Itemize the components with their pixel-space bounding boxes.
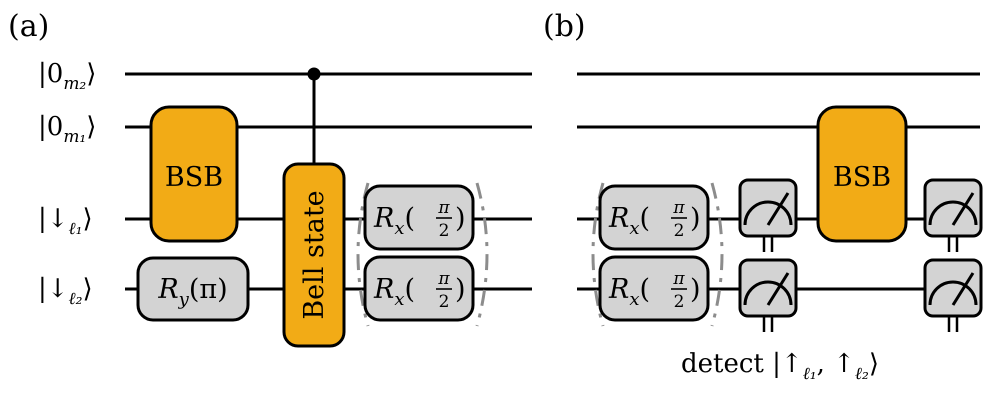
meter-icon-b-l1-first [738,178,798,252]
bell-state-gate: Bell state [282,162,346,348]
panel-a-label: (a) [8,9,49,44]
svg-text:): ) [455,274,466,305]
svg-text:π: π [672,269,685,289]
svg-text:2: 2 [674,292,685,312]
meter-icon-b-l2-final [923,258,983,332]
dashed-group-left-a [356,182,370,327]
svg-text:|0m₂⟩: |0m₂⟩ [38,59,96,94]
rx-gate-b-l2: Rx( π 2 ) [598,255,710,322]
control-dot [307,67,321,81]
svg-text:Rx(: Rx( [373,274,415,310]
dashed-group-left-b [591,182,605,327]
svg-text:|↓ℓ₂⟩: |↓ℓ₂⟩ [38,274,93,309]
svg-text:Bell state: Bell state [299,190,330,319]
svg-text:2: 2 [439,292,450,312]
qubit-label-l1: |↓ℓ₁⟩ [38,204,93,239]
rx-gate-b-l1: Rx( π 2 ) [598,184,710,251]
detect-label: detect |↑ℓ₁, ↑ℓ₂⟩ [681,349,879,384]
bsb-gate-a: BSB [149,105,239,243]
bsb-gate-b: BSB [816,105,908,243]
svg-text:BSB: BSB [833,162,891,193]
svg-text:|↓ℓ₁⟩: |↓ℓ₁⟩ [38,204,93,239]
dashed-group-right-b [710,182,724,327]
dashed-group-right-a [475,182,489,327]
svg-text:Ry(π): Ry(π) [157,274,227,310]
svg-text:|0m₁⟩: |0m₁⟩ [38,112,96,147]
panel-b-label: (b) [543,9,586,44]
qubit-label-m1: |0m₁⟩ [38,112,96,147]
rx-gate-a-l2: Rx( π 2 ) [363,255,475,322]
qubit-label-l2: |↓ℓ₂⟩ [38,274,93,309]
svg-text:π: π [437,198,450,218]
svg-text:Rx(: Rx( [373,203,415,239]
rx-gate-a-l1: Rx( π 2 ) [363,184,475,251]
meter-icon-b-l2-first [738,258,798,332]
panel-a: (a) |0m₂⟩ |0m₁⟩ |↓ℓ₁⟩ |↓ℓ₂⟩ [8,9,532,348]
svg-text:Rx(: Rx( [608,274,650,310]
svg-text:2: 2 [439,221,450,241]
svg-text:): ) [690,203,701,234]
ry-pi-gate: Ry(π) [136,256,250,322]
svg-text:): ) [690,274,701,305]
meter-icon-b-l1-final [923,178,983,252]
svg-text:detect |↑ℓ₁, ↑ℓ₂⟩: detect |↑ℓ₁, ↑ℓ₂⟩ [681,349,879,384]
svg-text:Rx(: Rx( [608,203,650,239]
qubit-label-m2: |0m₂⟩ [38,59,96,94]
panel-b: (b) Rx( π 2 ) Rx( π 2 ) [543,9,983,384]
svg-text:π: π [437,269,450,289]
svg-text:BSB: BSB [165,162,223,193]
svg-text:π: π [672,198,685,218]
svg-text:): ) [455,203,466,234]
svg-text:2: 2 [674,221,685,241]
